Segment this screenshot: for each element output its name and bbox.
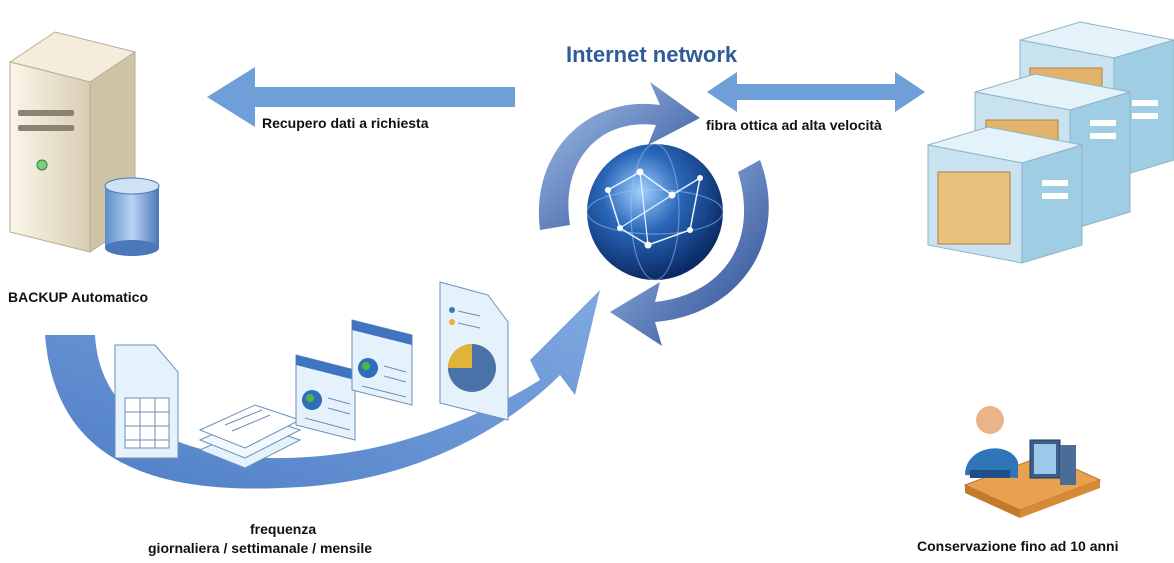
web-page-icon [295,354,356,441]
recovery-arrow [207,67,515,127]
recovery-label: Recupero dati a richiesta [262,115,429,131]
server-icon [8,31,137,253]
globe-sync-arrows [538,82,769,346]
web-page-icon [351,319,413,406]
storage-box-front [927,100,1158,264]
backup-label: BACKUP Automatico [8,289,149,305]
document-icon [114,344,179,459]
fiber-label: fibra ottica ad alta velocità [706,117,882,133]
paper-stack-icon [198,404,302,469]
globe-icon [586,143,724,281]
backup-curved-arrow [45,290,600,489]
frequency-label-line1: frequenza [250,521,317,537]
fiber-double-arrow [707,72,925,112]
report-icon [439,281,509,421]
frequency-label-line2: giornaliera / settimanale / mensile [148,540,373,556]
retention-label: Conservazione fino ad 10 anni [917,538,1119,554]
database-icon [104,177,160,256]
user-workstation-icon [963,406,1102,518]
storage-boxes-icon [927,21,1174,264]
internet-network-title: Internet network [566,42,738,67]
